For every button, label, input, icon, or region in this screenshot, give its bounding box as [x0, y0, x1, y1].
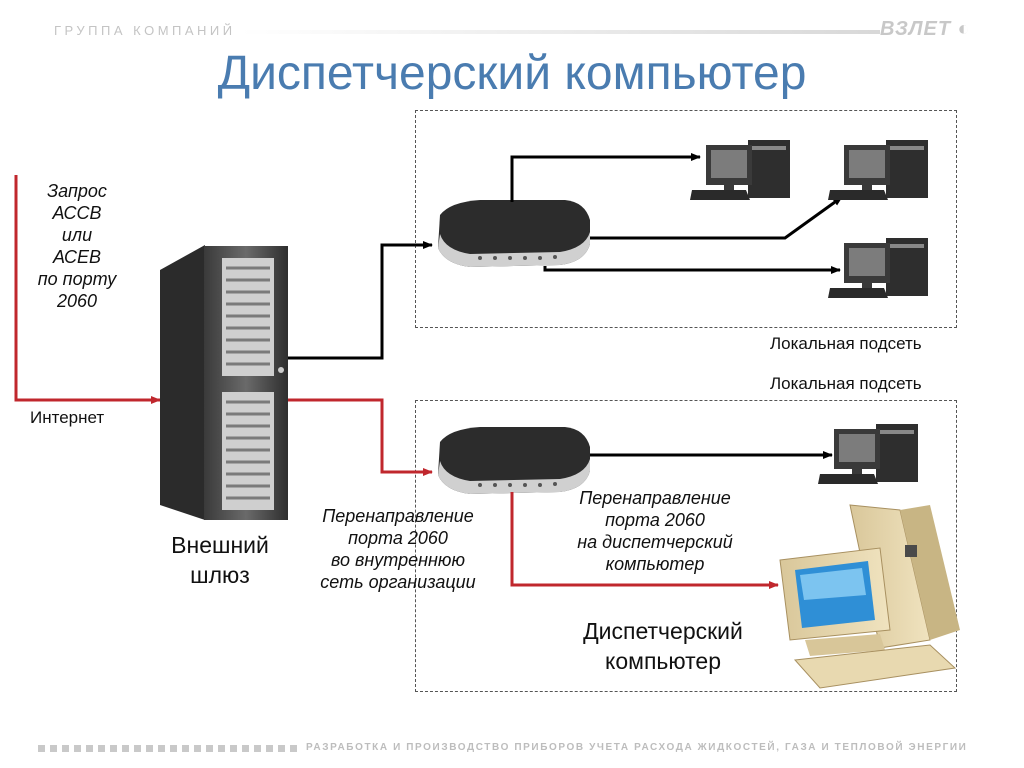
router-icon	[438, 200, 590, 267]
router-1-to-pc-3-line	[543, 266, 841, 274]
page-title: Диспетчерский компьютер	[217, 47, 807, 100]
request-line: Запрос	[47, 181, 107, 201]
dispatch-computer-label: Диспетчерский компьютер	[548, 616, 778, 676]
forward-dispatch-line: компьютер	[605, 554, 705, 574]
request-line: по порту	[37, 269, 117, 289]
gateway-to-router-1-line	[288, 241, 433, 360]
subnet-2-label: Локальная подсеть	[770, 374, 922, 393]
request-label: Запрос АССВ или АСЕВ по порту 2060	[18, 180, 136, 312]
header-group-label: ГРУППА КОМПАНИЙ	[54, 23, 236, 38]
gateway-label-line: Внешний	[171, 532, 269, 558]
dispatch-label-line: Диспетчерский	[583, 618, 743, 644]
desktop-computer-icon	[828, 140, 928, 200]
gateway-label: Внешний шлюз	[150, 530, 290, 590]
request-line: 2060	[56, 291, 98, 311]
dispatch-label-line: компьютер	[605, 648, 721, 674]
forward-dispatch-label: Перенаправление порта 2060 на диспетчерс…	[545, 487, 765, 575]
forward-dispatch-line: порта 2060	[605, 510, 705, 530]
router-icon	[438, 427, 590, 494]
request-line: АСЕВ	[52, 247, 101, 267]
forward-internal-line: Перенаправление	[322, 506, 474, 526]
forward-dispatch-line: Перенаправление	[579, 488, 731, 508]
subnet-1-label: Локальная подсеть	[770, 334, 922, 353]
footer-decoration	[38, 745, 298, 752]
footer-text: РАЗРАБОТКА И ПРОИЗВОДСТВО ПРИБОРОВ УЧЕТА…	[306, 742, 968, 753]
request-line: или	[61, 225, 93, 245]
header-divider	[240, 30, 880, 34]
logo-text: ВЗЛЕТ	[880, 18, 952, 40]
forward-dispatch-line: на диспетчерский	[577, 532, 733, 552]
desktop-computer-icon	[818, 424, 918, 484]
router-2-to-dispatch-line	[510, 492, 779, 589]
internet-connection-line	[14, 175, 161, 404]
dispatch-computer-icon	[779, 504, 960, 689]
gateway-label-line: шлюз	[190, 562, 250, 588]
router-1-to-pc-1-line	[510, 153, 701, 202]
forward-internal-line: сеть организации	[320, 572, 476, 592]
router-1-to-pc-2-line	[590, 195, 843, 240]
gateway-to-router-2-line	[288, 398, 433, 476]
server-icon	[160, 245, 288, 520]
desktop-computer-icon	[828, 238, 928, 298]
forward-internal-line: во внутреннюю	[330, 550, 465, 570]
forward-internal-line: порта 2060	[348, 528, 448, 548]
internet-label: Интернет	[30, 408, 105, 427]
desktop-computer-icon	[690, 140, 790, 200]
forward-internal-label: Перенаправление порта 2060 во внутреннюю…	[298, 505, 498, 593]
subnet-1-box	[415, 110, 957, 328]
subnet-2-box	[415, 400, 957, 692]
logo-icon: ВЗЛЕТ ◐	[880, 18, 971, 40]
request-line: АССВ	[52, 203, 102, 223]
